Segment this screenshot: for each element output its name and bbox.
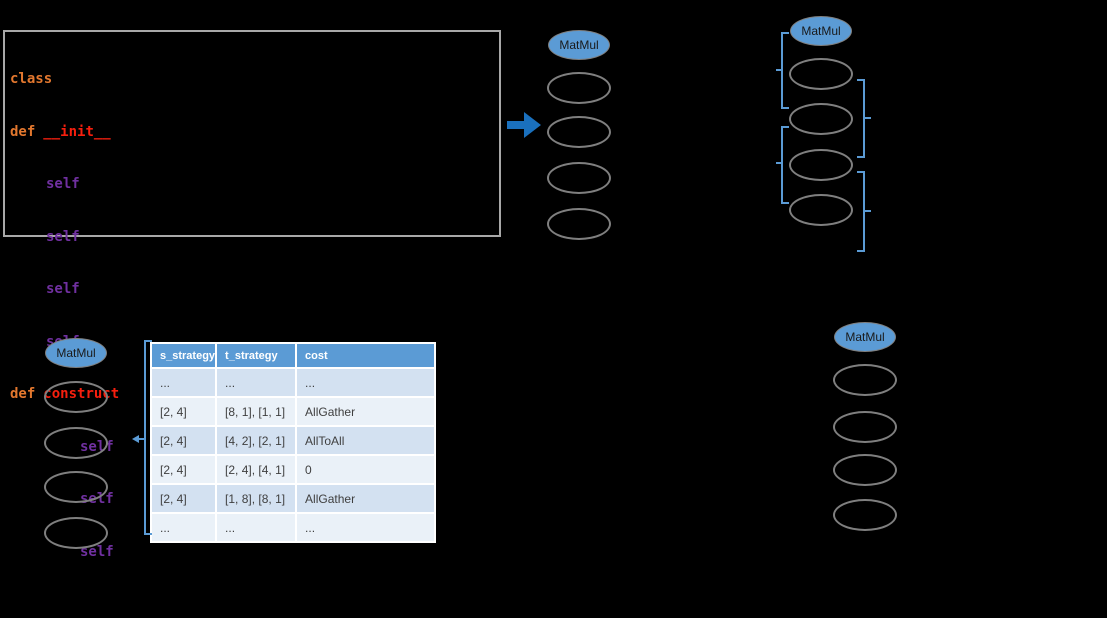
matmul-label: MatMul (845, 330, 885, 344)
graph-node (547, 208, 611, 240)
table-cell: [2, 4] (149, 483, 218, 514)
code-panel: class def __init__ self self self self de… (3, 30, 501, 560)
table-row: [2, 4] [4, 2], [2, 1] AllToAll (149, 425, 437, 456)
code-self-token: self (46, 281, 80, 297)
col-header-cost: cost (295, 342, 437, 369)
table-cell: [2, 4] (149, 425, 218, 456)
col-header-t-strategy: t_strategy (215, 342, 298, 369)
table-cell: [4, 2], [2, 1] (215, 425, 298, 456)
graph-node (833, 499, 897, 531)
group-bracket-right-lower (857, 171, 871, 252)
table-cell: ... (295, 367, 437, 398)
col-header-s-strategy: s_strategy (149, 342, 218, 369)
table-cell: [2, 4], [4, 1] (215, 454, 298, 485)
table-cell: [8, 1], [1, 1] (215, 396, 298, 427)
code-self-token: self (46, 228, 80, 245)
graph-node (44, 517, 108, 549)
table-cell: [2, 4] (149, 454, 218, 485)
code-line: self (46, 229, 499, 247)
code-line: self (46, 176, 499, 194)
code-line: self (80, 544, 499, 562)
graph-node (44, 427, 108, 459)
code-keyword: def (10, 386, 36, 402)
graph-node (44, 471, 108, 503)
graph-node (789, 58, 853, 90)
table-cell: [2, 4] (149, 396, 218, 427)
graph-node (789, 194, 853, 226)
table-cell: 0 (295, 454, 437, 485)
table-header-row: s_strategy t_strategy cost (149, 342, 437, 369)
code-function-name: __init__ (43, 123, 111, 140)
table-row: ... ... ... (149, 512, 437, 543)
matmul-label: MatMul (56, 346, 96, 360)
table-row: [2, 4] [1, 8], [8, 1] AllGather (149, 483, 437, 514)
graph-node (547, 162, 611, 194)
matmul-node: MatMul (790, 16, 852, 46)
code-keyword: class (10, 71, 53, 87)
graph-node (547, 116, 611, 148)
group-bracket-right-upper (857, 79, 871, 158)
table-cell: ... (215, 367, 298, 398)
graph-node (833, 364, 897, 396)
code-self-token: self (46, 176, 80, 192)
table-cell: AllGather (295, 396, 437, 427)
matmul-node: MatMul (548, 30, 610, 60)
group-bracket-left-lower (776, 126, 789, 204)
graph-node (44, 381, 108, 413)
group-bracket-left-upper (776, 32, 789, 109)
code-line: class (10, 71, 499, 89)
table-cell: [1, 8], [8, 1] (215, 483, 298, 514)
graph-node (789, 149, 853, 181)
table-row: [2, 4] [2, 4], [4, 1] 0 (149, 454, 437, 485)
table-cell: AllToAll (295, 425, 437, 456)
graph-node (789, 103, 853, 135)
table-row: [2, 4] [8, 1], [1, 1] AllGather (149, 396, 437, 427)
graph-node (547, 72, 611, 104)
flow-arrow-icon (507, 112, 541, 138)
table-cell: AllGather (295, 483, 437, 514)
code-keyword: def (10, 123, 36, 140)
table-cell: ... (215, 512, 298, 543)
table-cell: ... (295, 512, 437, 543)
table-cell: ... (149, 367, 218, 398)
strategy-cost-table: s_strategy t_strategy cost ... ... ... [… (149, 342, 437, 543)
matmul-node: MatMul (45, 338, 107, 368)
matmul-label: MatMul (559, 38, 599, 52)
matmul-node: MatMul (834, 322, 896, 352)
table-row: ... ... ... (149, 367, 437, 398)
graph-node (833, 411, 897, 443)
code-line: def __init__ (10, 124, 499, 142)
graph-node (833, 454, 897, 486)
code-line: self (46, 281, 499, 299)
matmul-label: MatMul (801, 24, 841, 38)
table-cell: ... (149, 512, 218, 543)
